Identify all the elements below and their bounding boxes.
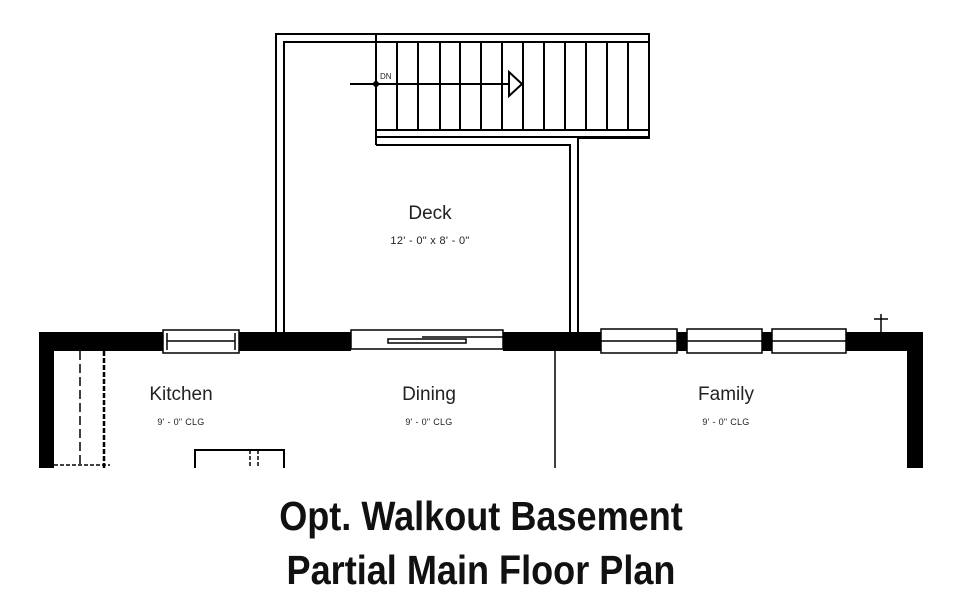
stair-start-dot: [373, 81, 379, 87]
room-ceiling-dining: 9' - 0" CLG: [405, 417, 453, 427]
exterior-wall: [39, 332, 923, 468]
kitchen-cabinet-outline: [54, 351, 110, 468]
stair: [350, 34, 650, 145]
window-kitchen: [162, 329, 240, 354]
window-family-2: [686, 328, 763, 354]
window-family-3: [771, 328, 847, 354]
room-ceiling-family: 9' - 0" CLG: [702, 417, 750, 427]
hose-bib-marker: [874, 314, 888, 332]
stair-direction-label: DN: [380, 72, 392, 81]
plan-title-line-2: Partial Main Floor Plan: [286, 547, 676, 593]
room-name-family: Family: [698, 384, 754, 405]
room-name-dining: Dining: [402, 384, 456, 405]
kitchen-island: [194, 449, 285, 468]
room-ceiling-kitchen: 9' - 0" CLG: [157, 417, 205, 427]
room-size-deck: 12' - 0" x 8' - 0": [390, 235, 470, 247]
room-name-deck: Deck: [408, 203, 452, 224]
window-family-1: [600, 328, 678, 354]
deck-railing: [275, 33, 650, 332]
plan-title-line-1: Opt. Walkout Basement: [279, 493, 683, 539]
sliding-door-dining: [350, 329, 504, 350]
room-name-kitchen: Kitchen: [149, 384, 213, 405]
